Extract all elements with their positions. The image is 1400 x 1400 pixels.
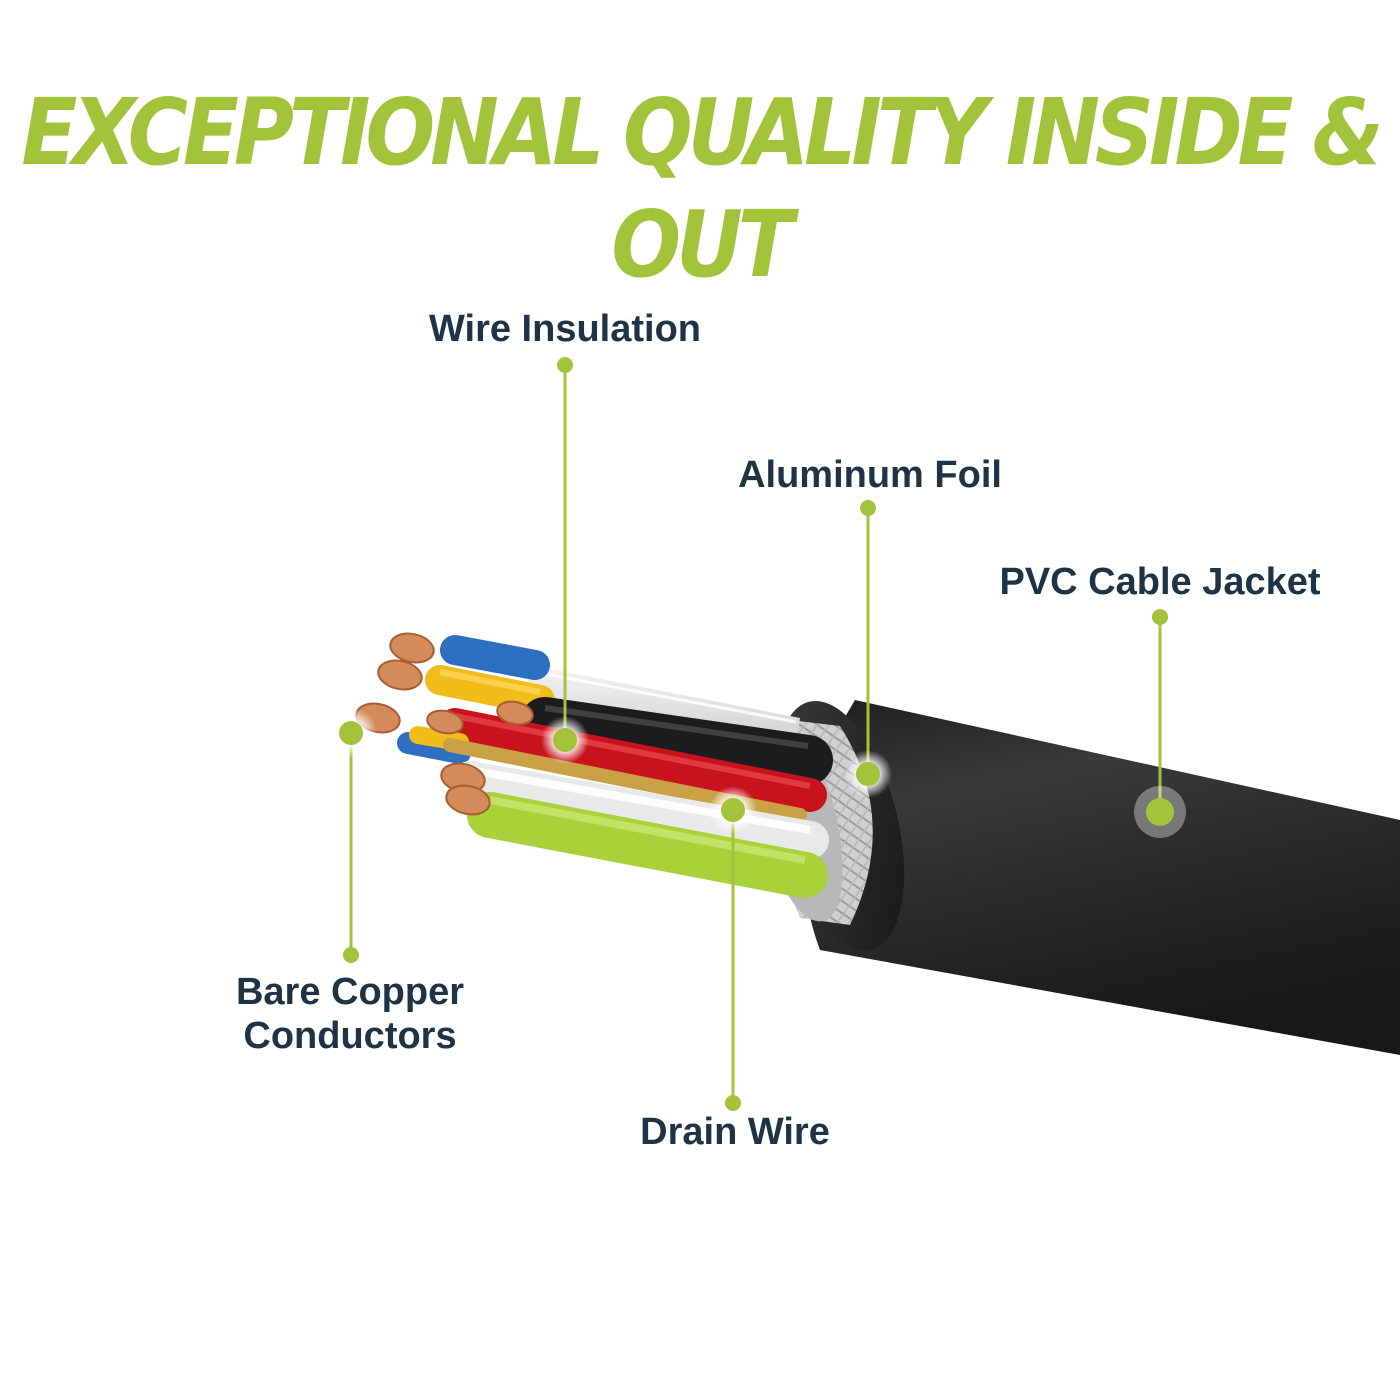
wire-insulation-top-dot bbox=[557, 357, 573, 373]
copper-conductors bbox=[355, 632, 534, 816]
wire-insulation-dot bbox=[553, 728, 577, 752]
callout-lines bbox=[349, 365, 1162, 1103]
drain-wire-bottom-dot bbox=[725, 1095, 741, 1111]
aluminum-foil-dot bbox=[856, 762, 880, 786]
pvc-jacket-dot bbox=[1146, 798, 1174, 826]
wire-insulation-label: Wire Insulation bbox=[428, 308, 701, 350]
bare-copper-dot bbox=[339, 721, 363, 745]
headline: EXCEPTIONAL QUALITY INSIDE & OUT bbox=[21, 80, 1383, 299]
bare-copper-line-1: Bare Copper bbox=[235, 971, 465, 1013]
pvc-jacket-top-dot bbox=[1152, 609, 1168, 625]
drain-wire-label: Drain Wire bbox=[640, 1111, 830, 1153]
aluminum-foil-label: Aluminum Foil bbox=[738, 454, 1002, 496]
callout-dots bbox=[325, 357, 1186, 1111]
aluminum-foil-top-dot bbox=[860, 500, 876, 516]
bare-copper-bottom-dot bbox=[343, 947, 359, 963]
drain-wire-dot bbox=[721, 798, 745, 822]
bare-copper-conductors-label: Bare Copper Conductors bbox=[215, 970, 485, 1058]
bare-copper-line-2: Conductors bbox=[243, 1015, 457, 1057]
pvc-cable-jacket-label: PVC Cable Jacket bbox=[999, 561, 1321, 603]
